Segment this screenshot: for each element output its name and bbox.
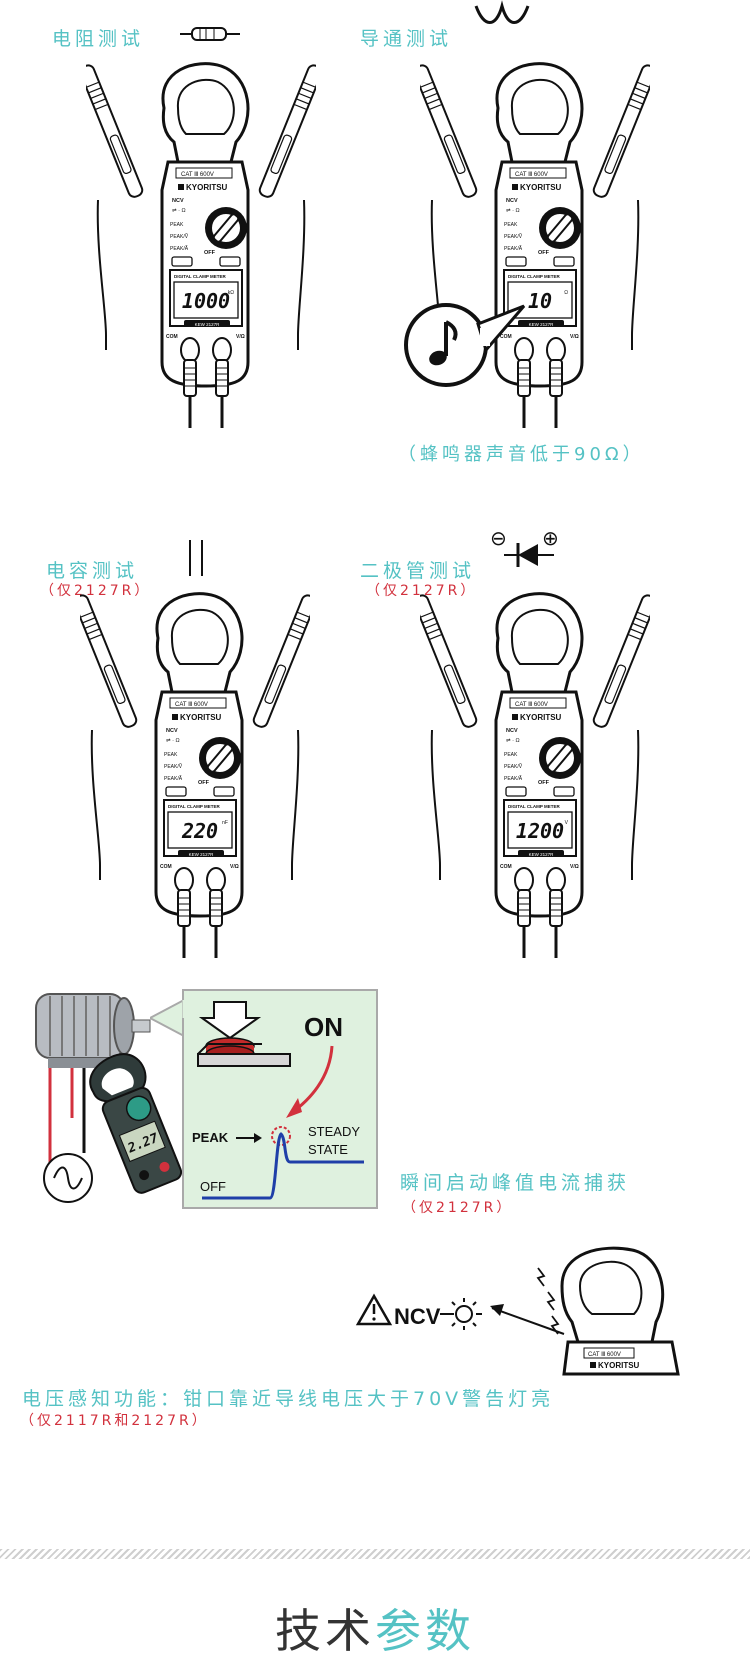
capacitance-meter-illustration: CAT Ⅲ 600V KYORITSU NCV ⇌ · Ω PEAK PEAK/… (70, 577, 320, 964)
lcd-reading: 1000 (182, 289, 230, 313)
steady-text: STEADY (308, 1124, 360, 1139)
diode-sublabel: （仅2127R） (366, 583, 478, 599)
meter-model: KEW 2127R (195, 322, 221, 327)
minus-symbol: ⊖ (490, 526, 507, 550)
diode-meter-illustration: CAT Ⅲ 600V KYORITSU NCV ⇌ · Ω PEAK PEAK/… (410, 577, 660, 964)
lcd-reading: 220 (181, 819, 218, 843)
lcd-unit: V (565, 820, 569, 826)
svg-text:⇌ · Ω: ⇌ · Ω (172, 207, 186, 214)
svg-text:PEAK/Ã: PEAK/Ã (170, 245, 189, 252)
buzzer-note-icon (404, 303, 526, 387)
ncv-sublabel: （仅2117R和2127R） (20, 1413, 209, 1429)
vohm-jack-label: V/Ω (570, 864, 579, 870)
vohm-jack-label: V/Ω (236, 334, 245, 340)
ncv-label: 电压感知功能：钳口靠近导线电压大于70V警告灯亮 (22, 1388, 555, 1410)
svg-text:⇌ · Ω: ⇌ · Ω (166, 737, 180, 744)
resistor-icon (180, 27, 240, 41)
vohm-jack-label: V/Ω (570, 334, 579, 340)
com-jack-label: COM (160, 864, 172, 870)
section-divider (0, 1549, 750, 1559)
svg-text:CAT Ⅲ 600V: CAT Ⅲ 600V (515, 702, 548, 708)
clamp-meter: CAT Ⅲ 600V KYORITSU NCV ⇌ · Ω PEAK PEAK/… (410, 47, 660, 428)
meter-ncv-label: NCV (172, 198, 184, 204)
ncv-text: NCV (394, 1304, 441, 1329)
lcd-title: DIGITAL CLAMP METER (174, 274, 227, 279)
lcd-title: DIGITAL CLAMP METER (508, 274, 561, 279)
continuity-label: 导通测试 (360, 28, 453, 50)
capacitance-sublabel: （仅2127R） (40, 583, 152, 599)
off-text: OFF (200, 1179, 226, 1194)
peak-text: PEAK (192, 1130, 229, 1145)
warning-light-icon (440, 1298, 482, 1330)
capacitance-label: 电容测试 (46, 560, 139, 582)
capacitor-icon (189, 540, 203, 576)
meter-ncv-label: NCV (506, 198, 518, 204)
continuity-meter-illustration: CAT Ⅲ 600V KYORITSU NCV ⇌ · Ω PEAK PEAK/… (410, 47, 660, 434)
svg-text:PEAK/Ṽ: PEAK/Ṽ (504, 233, 523, 240)
com-jack-label: COM (500, 864, 512, 870)
svg-text:⇌ · Ω: ⇌ · Ω (506, 207, 520, 214)
title-teal: 参数 (375, 1604, 475, 1658)
lcd-title: DIGITAL CLAMP METER (508, 804, 561, 809)
meter-model: KEW 2127R (529, 322, 555, 327)
meter-model: KEW 2127R (529, 852, 555, 857)
svg-text:PEAK/Ṽ: PEAK/Ṽ (504, 763, 523, 770)
svg-text:PEAK/Ṽ: PEAK/Ṽ (164, 763, 183, 770)
lcd-reading: 1200 (516, 819, 564, 843)
lcd-unit: nF (222, 820, 228, 826)
svg-text:PEAK/Ã: PEAK/Ã (504, 775, 523, 782)
meter-brand: KYORITSU (186, 183, 228, 192)
svg-text:CAT Ⅲ 600V: CAT Ⅲ 600V (175, 702, 208, 708)
svg-text:⇌ · Ω: ⇌ · Ω (506, 737, 520, 744)
svg-text:PEAK/Ṽ: PEAK/Ṽ (170, 233, 189, 240)
on-text: ON (304, 1012, 343, 1042)
svg-text:PEAK/Ã: PEAK/Ã (504, 245, 523, 252)
ncv-brand: KYORITSU (598, 1361, 640, 1370)
meter-brand: KYORITSU (180, 713, 222, 722)
meter-ncv-label: NCV (166, 728, 178, 734)
vohm-jack-label: V/Ω (230, 864, 239, 870)
clamp-meter: CAT Ⅲ 600V KYORITSU NCV ⇌ · Ω PEAK PEAK/… (410, 577, 660, 958)
com-jack-label: COM (500, 334, 512, 340)
ncv-illustration: NCV CAT Ⅲ 600V KYORITSU (355, 1246, 680, 1376)
resistance-meter-illustration: CAT Ⅲ 600V KYORITSU NCV ⇌ · Ω PEAK PEAK/… (76, 47, 326, 434)
peak-sublabel: （仅2127R） (402, 1200, 514, 1216)
svg-text:CAT Ⅲ 600V: CAT Ⅲ 600V (181, 172, 214, 178)
diode-icon (504, 543, 554, 567)
motor-with-clamp-illustration: 2.27 (35, 993, 183, 1203)
com-jack-label: COM (166, 334, 178, 340)
lcd-unit: Ω (564, 290, 568, 296)
continuity-note: （蜂鸣器声音低于90Ω） (398, 444, 645, 465)
peak-capture-diagram: ON PEAK STEADY STATE OFF (150, 989, 378, 1209)
resistance-label: 电阻测试 (52, 28, 145, 50)
meter-peak-label: PEAK (170, 222, 184, 228)
meter-peak-label: PEAK (504, 222, 518, 228)
section-title: 技术参数 (0, 1595, 750, 1661)
meter-peak-label: PEAK (504, 752, 518, 758)
meter-model: KEW 2127R (189, 852, 215, 857)
clamp-meter: CAT Ⅲ 600V KYORITSU NCV ⇌ · Ω PEAK PEAK/… (76, 47, 326, 428)
meter-off-label: OFF (538, 250, 550, 256)
wire-coil-icon (474, 0, 530, 24)
title-dark: 技术 (275, 1604, 375, 1658)
meter-ncv-label: NCV (506, 728, 518, 734)
lcd-unit: kΩ (228, 290, 235, 296)
meter-off-label: OFF (538, 780, 550, 786)
clamp-meter: CAT Ⅲ 600V KYORITSU NCV ⇌ · Ω PEAK PEAK/… (70, 577, 320, 958)
meter-off-label: OFF (198, 780, 210, 786)
lcd-reading: 10 (528, 289, 552, 313)
lcd-title: DIGITAL CLAMP METER (168, 804, 221, 809)
meter-off-label: OFF (204, 250, 216, 256)
svg-text:PEAK/Ã: PEAK/Ã (164, 775, 183, 782)
diode-label: 二极管测试 (360, 560, 476, 582)
peak-label: 瞬间启动峰值电流捕获 (400, 1172, 631, 1194)
svg-text:CAT Ⅲ 600V: CAT Ⅲ 600V (515, 172, 548, 178)
plus-symbol: ⊕ (542, 526, 559, 550)
meter-brand: KYORITSU (520, 713, 562, 722)
meter-brand: KYORITSU (520, 183, 562, 192)
svg-text:CAT Ⅲ 600V: CAT Ⅲ 600V (588, 1352, 621, 1358)
state-text: STATE (308, 1142, 348, 1157)
meter-peak-label: PEAK (164, 752, 178, 758)
